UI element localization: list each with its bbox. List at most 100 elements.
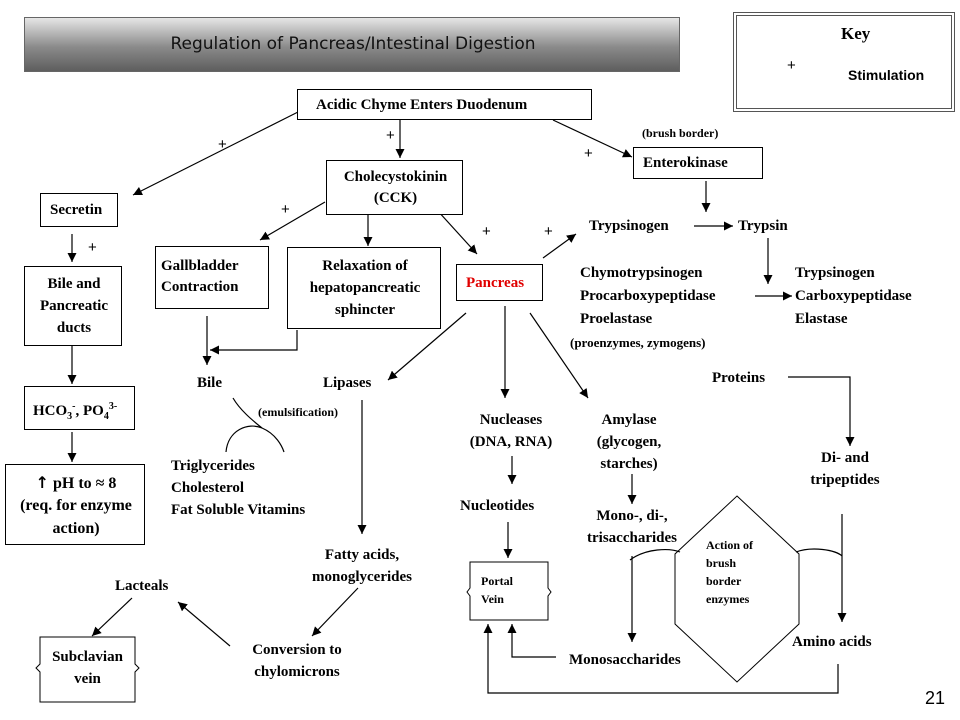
title-bar: Regulation of Pancreas/Intestinal Digest… — [24, 17, 680, 72]
gallbladder-label-2: Contraction — [161, 279, 239, 295]
hco3-label: HCO3-, PO43- — [33, 397, 117, 427]
gallbladder-box — [155, 246, 269, 309]
page-title: Regulation of Pancreas/Intestinal Digest… — [170, 34, 536, 54]
key-legend: Key + Stimulation — [733, 12, 955, 112]
nucleases-label-2: (DNA, RNA) — [469, 434, 553, 450]
brush-border-note: (brush border) — [642, 126, 719, 140]
lipid-cholesterol: Cholesterol — [171, 480, 245, 496]
po4-base: , PO — [75, 403, 104, 419]
bile-ducts-box: Bile and Pancreatic ducts — [24, 266, 122, 346]
amino-acids-label: Amino acids — [792, 634, 872, 650]
brush-border-octagon — [674, 495, 800, 683]
arrow-cck-pancreas — [436, 209, 478, 255]
fatty-acids-label-1: Fatty acids, — [324, 547, 400, 563]
bile-ducts-label-1: Bile and — [47, 276, 101, 292]
plus-sign-cck-gallbladder: + — [281, 201, 290, 218]
cck-box: Cholecystokinin (CCK) — [326, 160, 463, 215]
lacteals-label: Lacteals — [115, 578, 169, 594]
cck-label-1: Cholecystokinin — [343, 169, 448, 185]
arrow-relaxation-bile — [210, 330, 298, 355]
proenzyme-proelastase: Proelastase — [580, 311, 653, 327]
lipases-label: Lipases — [323, 375, 372, 391]
proenzyme-procarboxypeptidase: Procarboxypeptidase — [580, 288, 716, 304]
plus-sign-pancreas-trypsinogen: + — [544, 223, 553, 240]
key-heading: Key — [841, 24, 871, 43]
enterokinase-label: Enterokinase — [643, 155, 728, 171]
emulsification-label: (emulsification) — [258, 405, 338, 419]
arrow-chyme-enterokinase — [552, 119, 633, 158]
arrow-cck-gallbladder — [259, 201, 326, 241]
emulsification-curve — [232, 397, 263, 429]
arrow-pancreas-trypsinogen — [542, 233, 577, 259]
brush-border-enzymes-label-4: enzymes — [706, 592, 750, 606]
page-number: 21 — [925, 688, 946, 708]
lipid-fat-soluble-vitamins: Fat Soluble Vitamins — [171, 502, 306, 518]
arrow-pancreas-lipases — [387, 312, 467, 381]
relaxation-label-3: sphincter — [335, 302, 395, 318]
nucleases-label-1: Nucleases — [479, 412, 543, 428]
chylomicrons-label-2: chylomicrons — [254, 664, 340, 680]
ph-label-3: action) — [52, 520, 100, 537]
active-carboxypeptidase: Carboxypeptidase — [795, 288, 912, 304]
bile-ducts-label-3: ducts — [56, 320, 92, 336]
bile-label: Bile — [197, 375, 222, 391]
ph-box: ↑ pH to ≈ 8 (req. for enzyme action) — [5, 464, 145, 545]
pancreas-box: Pancreas — [456, 264, 543, 301]
trypsin-label: Trypsin — [738, 218, 788, 234]
ph-label-1: ↑ pH to ≈ 8 — [6, 473, 146, 494]
brush-border-enzymes-label-1: Action of — [706, 538, 753, 552]
dipeptides-label-1: Di- and — [821, 450, 869, 466]
hco3-box: HCO3-, PO43- — [24, 386, 135, 430]
subclavian-label-2: vein — [74, 671, 101, 687]
trypsinogen-top-label: Trypsinogen — [589, 218, 669, 234]
proenzymes-note: (proenzymes, zymogens) — [570, 335, 706, 350]
plus-sign-secretin-ducts: + — [88, 239, 97, 256]
monosaccharides-label: Monosaccharides — [569, 652, 681, 668]
key-meaning: Stimulation — [848, 67, 925, 83]
bile-ducts-label-2: Pancreatic — [39, 298, 109, 314]
po4-sub-4: 4 — [103, 411, 109, 422]
ph-value: pH to ≈ 8 — [52, 475, 117, 492]
lipid-triglycerides: Triglycerides — [171, 458, 255, 474]
ph-label-2: (req. for enzyme — [20, 497, 132, 514]
mono-di-tri-label-2: trisaccharides — [587, 530, 677, 546]
amylase-label-1: Amylase — [601, 412, 657, 428]
arrow-chylomicrons-lacteals — [177, 601, 231, 647]
plus-sign-chyme-enterokinase: + — [584, 145, 593, 162]
arrow-pancreas-amylase — [529, 312, 589, 399]
cck-label-2: (CCK) — [373, 190, 418, 206]
active-elastase: Elastase — [795, 311, 848, 327]
brush-border-enzymes-label-2: brush — [706, 556, 737, 570]
subclavian-label-1: Subclavian — [52, 649, 123, 665]
key-plus-sign: + — [787, 57, 796, 74]
acidic-chyme-box: Acidic Chyme Enters Duodenum — [297, 89, 592, 120]
relaxation-label-1: Relaxation of — [322, 258, 408, 274]
brush-border-arc-right — [795, 548, 843, 557]
proenzyme-chymotrypsinogen: Chymotrypsinogen — [580, 265, 703, 281]
amylase-label-3: starches) — [600, 456, 658, 472]
hco3-sup-minus: - — [72, 401, 76, 412]
portal-vein-label-2: Vein — [481, 592, 504, 606]
arrow-lacteals-subclavian — [91, 597, 133, 637]
secretin-label: Secretin — [50, 202, 103, 218]
brush-border-arc-left — [629, 549, 681, 561]
plus-sign-chyme-cck: + — [386, 127, 395, 144]
amylase-label-2: (glycogen, — [596, 434, 662, 450]
arrow-chyme-secretin — [132, 111, 299, 196]
arrow-fattyacids-chylomicrons — [311, 587, 359, 637]
nucleotides-label: Nucleotides — [460, 498, 535, 514]
dipeptides-label-2: tripeptides — [810, 472, 880, 488]
relaxation-box: Relaxation of hepatopancreatic sphincter — [287, 247, 441, 329]
brush-border-enzymes-label-3: border — [706, 574, 742, 588]
arrow-monosaccharides-portal — [507, 624, 556, 658]
hco3-base: HCO — [33, 403, 68, 419]
chylomicrons-label-1: Conversion to — [252, 642, 342, 658]
mono-di-tri-label-1: Mono-, di-, — [596, 508, 668, 524]
arrow-amino-portal — [483, 624, 839, 694]
gallbladder-label-1: Gallbladder — [161, 258, 239, 274]
emulsification-arc — [225, 425, 285, 453]
portal-vein-shape — [466, 561, 552, 621]
relaxation-label-2: hepatopancreatic — [309, 280, 421, 296]
arrow-proteins-dipeptides — [788, 376, 855, 446]
plus-sign-chyme-secretin: + — [218, 136, 227, 153]
